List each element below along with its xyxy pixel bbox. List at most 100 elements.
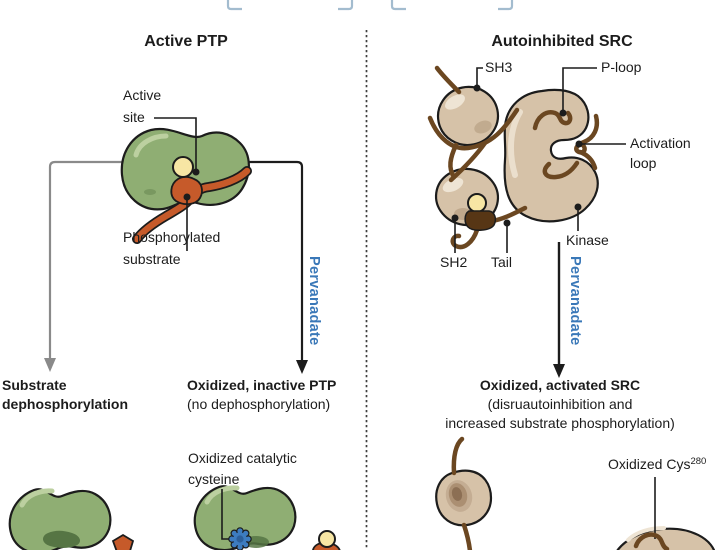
cysteine-core-icon bbox=[236, 535, 244, 543]
kinase-domain bbox=[503, 88, 599, 223]
sh2-label: SH2 bbox=[440, 254, 468, 270]
substrate-dephosphorylation-label: Substrate dephosphorylation bbox=[2, 376, 128, 414]
tail-segment bbox=[464, 210, 497, 231]
activation-loop-curl bbox=[574, 113, 600, 155]
oxidized-activated-src-label: Oxidized, activated SRC (disruautoinhibi… bbox=[394, 376, 715, 433]
released-substrate bbox=[111, 533, 135, 550]
kinase-label: Kinase bbox=[566, 232, 609, 248]
bracket-left-icon bbox=[226, 0, 242, 11]
active-site-label-line2: site bbox=[123, 109, 145, 125]
strand-down bbox=[461, 522, 473, 550]
tail-strand-curl bbox=[450, 227, 480, 250]
p-loop-curl bbox=[532, 110, 573, 131]
dephosphorylation-arrow bbox=[48, 160, 180, 360]
activation-loop-inner bbox=[542, 160, 580, 180]
kinase-open-highlight bbox=[626, 526, 666, 542]
pervanadate-arrowhead-right-icon bbox=[553, 364, 565, 378]
tail-label: Tail bbox=[491, 254, 513, 270]
activation-loop-tail bbox=[577, 149, 598, 171]
active-site-pointer bbox=[154, 117, 197, 172]
active-site-pocket bbox=[42, 530, 81, 548]
substrate-label-line1: Phosphorylated bbox=[123, 229, 221, 245]
sh3-pointer bbox=[476, 67, 483, 88]
pervanadate-label-right: Pervanadate bbox=[567, 256, 583, 346]
oxidized-ptp-line1: Oxidized, inactive PTP bbox=[187, 377, 337, 393]
ptp-branch-arrows bbox=[44, 160, 308, 374]
dephos-line1: Substrate bbox=[2, 377, 67, 393]
sh3-pocket-inner bbox=[451, 487, 463, 501]
tail-strand-right bbox=[489, 205, 528, 224]
oxidized-inactive-ptp-label: Oxidized, inactive PTP (no dephosphoryla… bbox=[187, 376, 336, 414]
kinase-highlight bbox=[507, 109, 523, 178]
active-site-dot-icon bbox=[192, 168, 200, 176]
bracket-pair-2 bbox=[390, 0, 514, 11]
p-loop-dot-icon bbox=[559, 109, 567, 117]
p-loop-pointer bbox=[562, 67, 597, 113]
oxidized-cys-superscript: 280 bbox=[690, 456, 707, 467]
oxidized-cys-label: Oxidized Cys280 bbox=[608, 454, 706, 477]
cysteine-line2: cysteine bbox=[188, 471, 240, 487]
substrate-residue bbox=[170, 175, 203, 205]
cysteine-line1: Oxidized catalytic bbox=[188, 450, 297, 466]
bracket-right-icon bbox=[338, 0, 354, 11]
ptp-label-lines bbox=[154, 117, 197, 251]
pervanadate-arrow-left bbox=[180, 160, 304, 362]
bracket-pair-1 bbox=[226, 0, 354, 11]
active-site-label: Active site bbox=[123, 84, 161, 128]
ptp-highlight bbox=[133, 133, 169, 158]
oxidized-cys-curl bbox=[633, 532, 670, 550]
tail-dot-icon bbox=[503, 219, 511, 227]
sh2-dot-icon bbox=[451, 214, 459, 222]
activation-loop-dot-icon bbox=[575, 140, 583, 148]
pervanadate-arrow-right-group bbox=[553, 242, 565, 378]
crossing-strand-1 bbox=[448, 142, 459, 180]
dephos-line2: dephosphorylation bbox=[2, 396, 128, 412]
ptp-body bbox=[193, 485, 297, 550]
ptp-label-dots bbox=[183, 168, 200, 201]
oxidized-cysteine-label: Oxidized catalytic cysteine bbox=[188, 448, 297, 490]
activation-loop-label: Activation loop bbox=[630, 133, 691, 173]
open-strands bbox=[451, 436, 473, 550]
src-complex bbox=[427, 65, 626, 253]
substrate-label-line2: substrate bbox=[123, 251, 181, 267]
activated-src-line3: increased substrate phosphorylation) bbox=[445, 415, 675, 431]
activated-src-line2: (disruautoinhibition and bbox=[487, 396, 633, 412]
sh3-label: SH3 bbox=[485, 59, 513, 75]
src-outcome-activated bbox=[435, 436, 715, 550]
activated-src-line1: Oxidized, activated SRC bbox=[479, 377, 641, 393]
left-panel-title: Active PTP bbox=[144, 33, 228, 50]
src-label-lines bbox=[454, 67, 626, 253]
bracket-left-icon bbox=[390, 0, 406, 11]
src-label-dots bbox=[451, 84, 583, 227]
phosphate-icon bbox=[467, 193, 487, 213]
ptp-highlight bbox=[19, 488, 55, 508]
ptp-outcome-dephosphorylated bbox=[8, 488, 135, 550]
substrate-dot-icon bbox=[183, 193, 191, 201]
ptp-outcome-oxidized bbox=[193, 485, 341, 550]
ptp-shading bbox=[144, 189, 156, 195]
sh3-highlight bbox=[445, 94, 465, 110]
phosphorylated-substrate-label: Phosphorylated substrate bbox=[123, 226, 220, 270]
ptp-highlight bbox=[204, 485, 240, 505]
pervanadate-arrowhead-left-icon bbox=[296, 360, 308, 374]
sh3-shading bbox=[474, 120, 492, 134]
oxidized-ptp-line2: (no dephosphorylation) bbox=[187, 396, 331, 412]
bracket-right-icon bbox=[498, 0, 514, 11]
ptp-body bbox=[8, 488, 112, 550]
dephosphorylation-arrowhead-icon bbox=[44, 358, 56, 372]
phosphate-icon bbox=[318, 530, 336, 548]
phosphate-icon bbox=[172, 156, 194, 178]
cysteine-pointer bbox=[221, 489, 231, 540]
kinase-dot-icon bbox=[574, 203, 582, 211]
pervanadate-label-left: Pervanadate bbox=[306, 256, 322, 346]
sh3-dot-icon bbox=[473, 84, 481, 92]
p-loop-label: P-loop bbox=[601, 59, 642, 75]
ptp-enzyme bbox=[120, 127, 252, 244]
active-site-label-line1: Active bbox=[123, 87, 162, 103]
sh3-kinase-linker bbox=[427, 107, 520, 151]
strand-up bbox=[451, 436, 465, 476]
oxidized-cys-text: Oxidized Cys bbox=[608, 456, 691, 472]
right-panel-title: Autoinhibited SRC bbox=[491, 33, 633, 50]
